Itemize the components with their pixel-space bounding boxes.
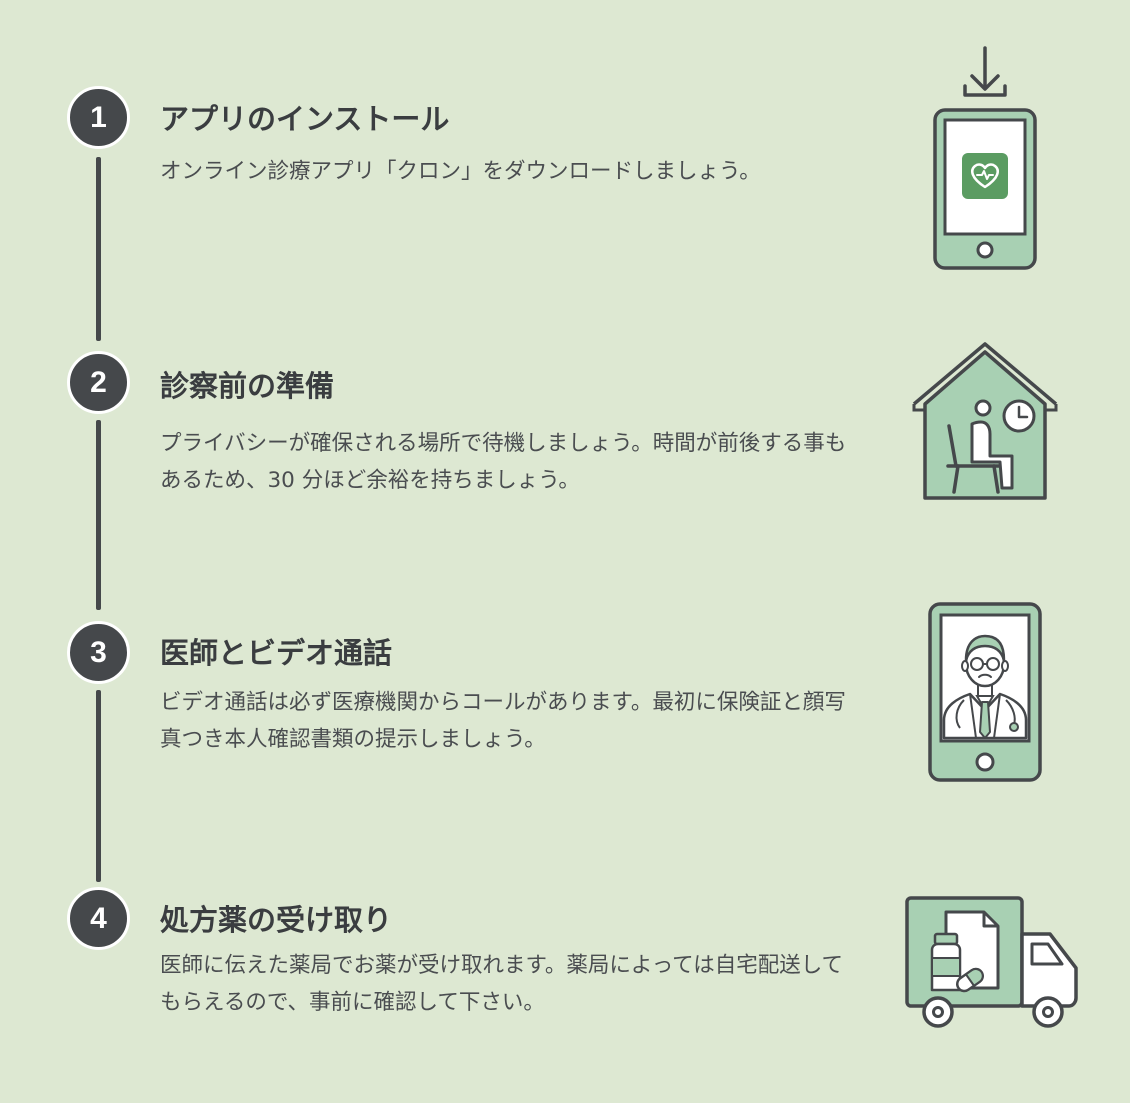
tablet-doctor-icon xyxy=(928,602,1042,782)
step-title: 診察前の準備 xyxy=(160,369,335,403)
step-description: オンライン診療アプリ「クロン」をダウンロードしましょう。 xyxy=(160,159,761,184)
step-number-badge: 2 xyxy=(67,351,130,414)
step-title: 処方薬の受け取り xyxy=(160,903,393,937)
step-number-badge: 3 xyxy=(67,621,130,684)
step-title: 医師とビデオ通話 xyxy=(160,636,393,670)
step-description: 医師に伝えた薬局でお薬が受け取れます。薬局によっては自宅配送してもらえるので、事… xyxy=(160,953,844,1015)
smartphone-download-icon xyxy=(933,46,1037,270)
step-title: アプリのインストール xyxy=(160,102,450,136)
timeline-line-1-2 xyxy=(96,157,101,341)
delivery-truck-icon xyxy=(905,896,1078,1028)
timeline-line-3-4 xyxy=(96,690,101,882)
step-description: ビデオ通話は必ず医療機関からコールがあります。最初に保険証と顔写真つき本人確認書… xyxy=(160,690,846,752)
step-number-badge: 1 xyxy=(67,86,130,149)
step-number-badge: 4 xyxy=(67,887,130,950)
timeline-line-2-3 xyxy=(96,420,101,610)
house-waiting-icon xyxy=(912,342,1058,500)
step-description: プライバシーが確保される場所で待機しましょう。時間が前後する事もあるため、30 … xyxy=(160,431,847,493)
